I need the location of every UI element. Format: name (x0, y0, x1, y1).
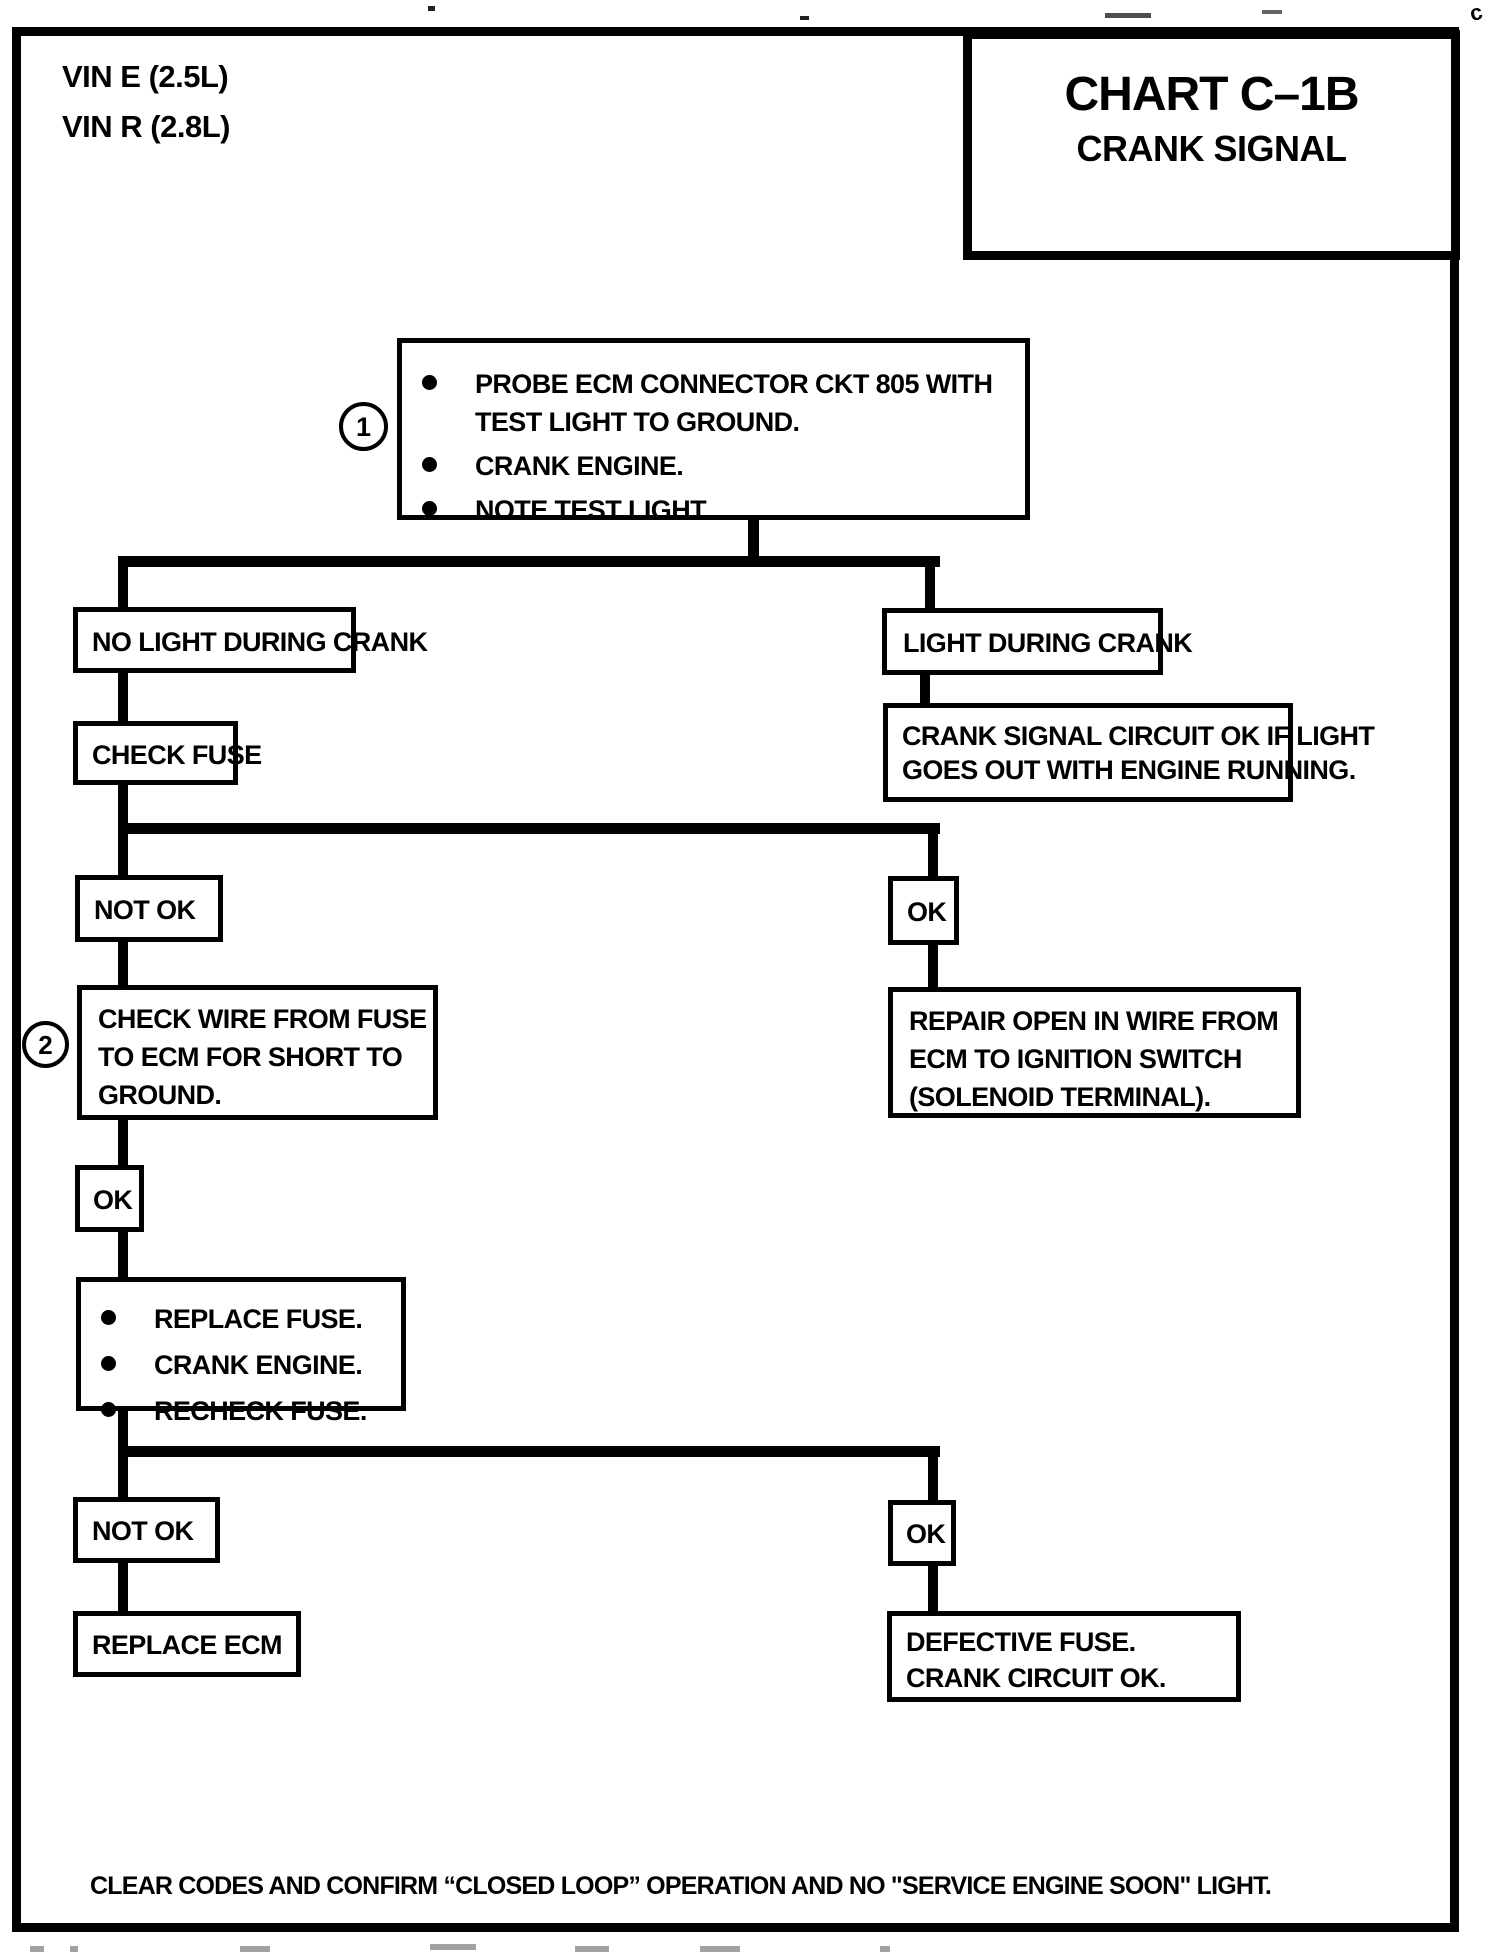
ok-box-3: OK (888, 1500, 956, 1566)
chart-title: CHART C–1B (1064, 68, 1359, 121)
scan-speck (430, 1944, 476, 1950)
bullet-icon (422, 501, 437, 516)
bullet-item: REPLACE FUSE. (97, 1300, 401, 1338)
not-ok-box-2: NOT OK (73, 1497, 220, 1563)
scan-speck (1105, 13, 1151, 18)
connector-line (118, 671, 128, 725)
bullet-text: TEST LIGHT TO GROUND. (475, 407, 800, 437)
scan-speck (575, 1946, 609, 1952)
bullet-item: RECHECK FUSE. (97, 1392, 401, 1430)
bullet-icon (101, 1310, 116, 1325)
connector-line (748, 516, 759, 564)
page-border (12, 27, 1459, 1932)
scan-speck (428, 6, 435, 11)
scan-speck (880, 1946, 890, 1952)
connector-line (118, 556, 940, 567)
ok-box-2: OK (75, 1165, 144, 1232)
repair-open-wire-box: REPAIR OPEN IN WIRE FROM ECM TO IGNITION… (888, 987, 1301, 1118)
ok-box-1: OK (888, 876, 959, 945)
connector-line (118, 1561, 128, 1615)
vin-line-2: VIN R (2.8L) (62, 109, 230, 144)
connector-line (118, 1118, 128, 1169)
scan-speck (700, 1946, 740, 1952)
scan-speck (800, 16, 809, 20)
no-light-during-crank-box: NO LIGHT DURING CRANK (73, 607, 428, 673)
bullet-text: CRANK ENGINE. (154, 1350, 363, 1380)
bullet-text: REPLACE FUSE. (154, 1304, 363, 1334)
light-during-crank-box: LIGHT DURING CRANK (882, 608, 1193, 675)
bullet-item: PROBE ECM CONNECTOR CKT 805 WITH TEST LI… (418, 365, 1015, 441)
check-wire-box: CHECK WIRE FROM FUSE TO ECM FOR SHORT TO… (77, 985, 438, 1120)
bullet-text: RECHECK FUSE. (154, 1396, 367, 1426)
connector-line (118, 1409, 128, 1453)
connector-line (928, 943, 938, 991)
bullet-text: PROBE ECM CONNECTOR CKT 805 WITH (475, 369, 993, 399)
bullet-text: CRANK ENGINE. (475, 451, 684, 481)
scan-speck (30, 1946, 44, 1952)
bullet-icon (422, 457, 437, 472)
step-number-2-badge: 2 (22, 1021, 69, 1068)
connector-line (118, 556, 128, 612)
bullet-text: NOTE TEST LIGHT. (475, 495, 711, 525)
bullet-item: NOTE TEST LIGHT. (418, 491, 1015, 529)
connector-line (928, 1446, 938, 1504)
connector-line (118, 823, 128, 879)
connector-line (928, 1564, 938, 1615)
connector-line (118, 783, 128, 831)
step-number-1-badge: 1 (339, 402, 388, 451)
connector-line (118, 823, 940, 834)
bullet-item: CRANK ENGINE. (97, 1346, 401, 1384)
replace-fuse-box: REPLACE FUSE. CRANK ENGINE. RECHECK FUSE… (76, 1277, 406, 1426)
chart-title-box: CHART C–1B CRANK SIGNAL (963, 30, 1460, 260)
footer-note: CLEAR CODES AND CONFIRM “CLOSED LOOP” OP… (90, 1872, 1272, 1900)
connector-line (928, 823, 938, 880)
replace-ecm-box: REPLACE ECM (73, 1611, 301, 1677)
bullet-icon (101, 1402, 116, 1417)
connector-line (118, 1446, 940, 1457)
connector-line (118, 1446, 128, 1501)
defective-fuse-box: DEFECTIVE FUSE. CRANK CIRCUIT OK. (887, 1611, 1241, 1702)
scan-speck (240, 1946, 270, 1952)
connector-line (925, 556, 935, 613)
connector-line (118, 940, 128, 989)
scan-speck (70, 1946, 78, 1952)
not-ok-box-1: NOT OK (75, 875, 223, 942)
connector-line (118, 1230, 128, 1281)
step1-probe-box: PROBE ECM CONNECTOR CKT 805 WITH TEST LI… (397, 338, 1030, 525)
check-fuse-box: CHECK FUSE (73, 721, 262, 785)
connector-line (920, 673, 930, 707)
crank-signal-circuit-ok-box: CRANK SIGNAL CIRCUIT OK IF LIGHT GOES OU… (883, 703, 1375, 802)
bullet-icon (101, 1356, 116, 1371)
scan-speck (1262, 10, 1282, 14)
bullet-item: CRANK ENGINE. (418, 447, 1015, 485)
vin-labels: VIN E (2.5L) VIN R (2.8L) (62, 52, 230, 152)
bullet-icon (422, 375, 437, 390)
corner-scan-artifact: c (1467, 0, 1485, 27)
chart-subtitle: CRANK SIGNAL (1076, 128, 1348, 169)
vin-line-1: VIN E (2.5L) (62, 59, 229, 94)
